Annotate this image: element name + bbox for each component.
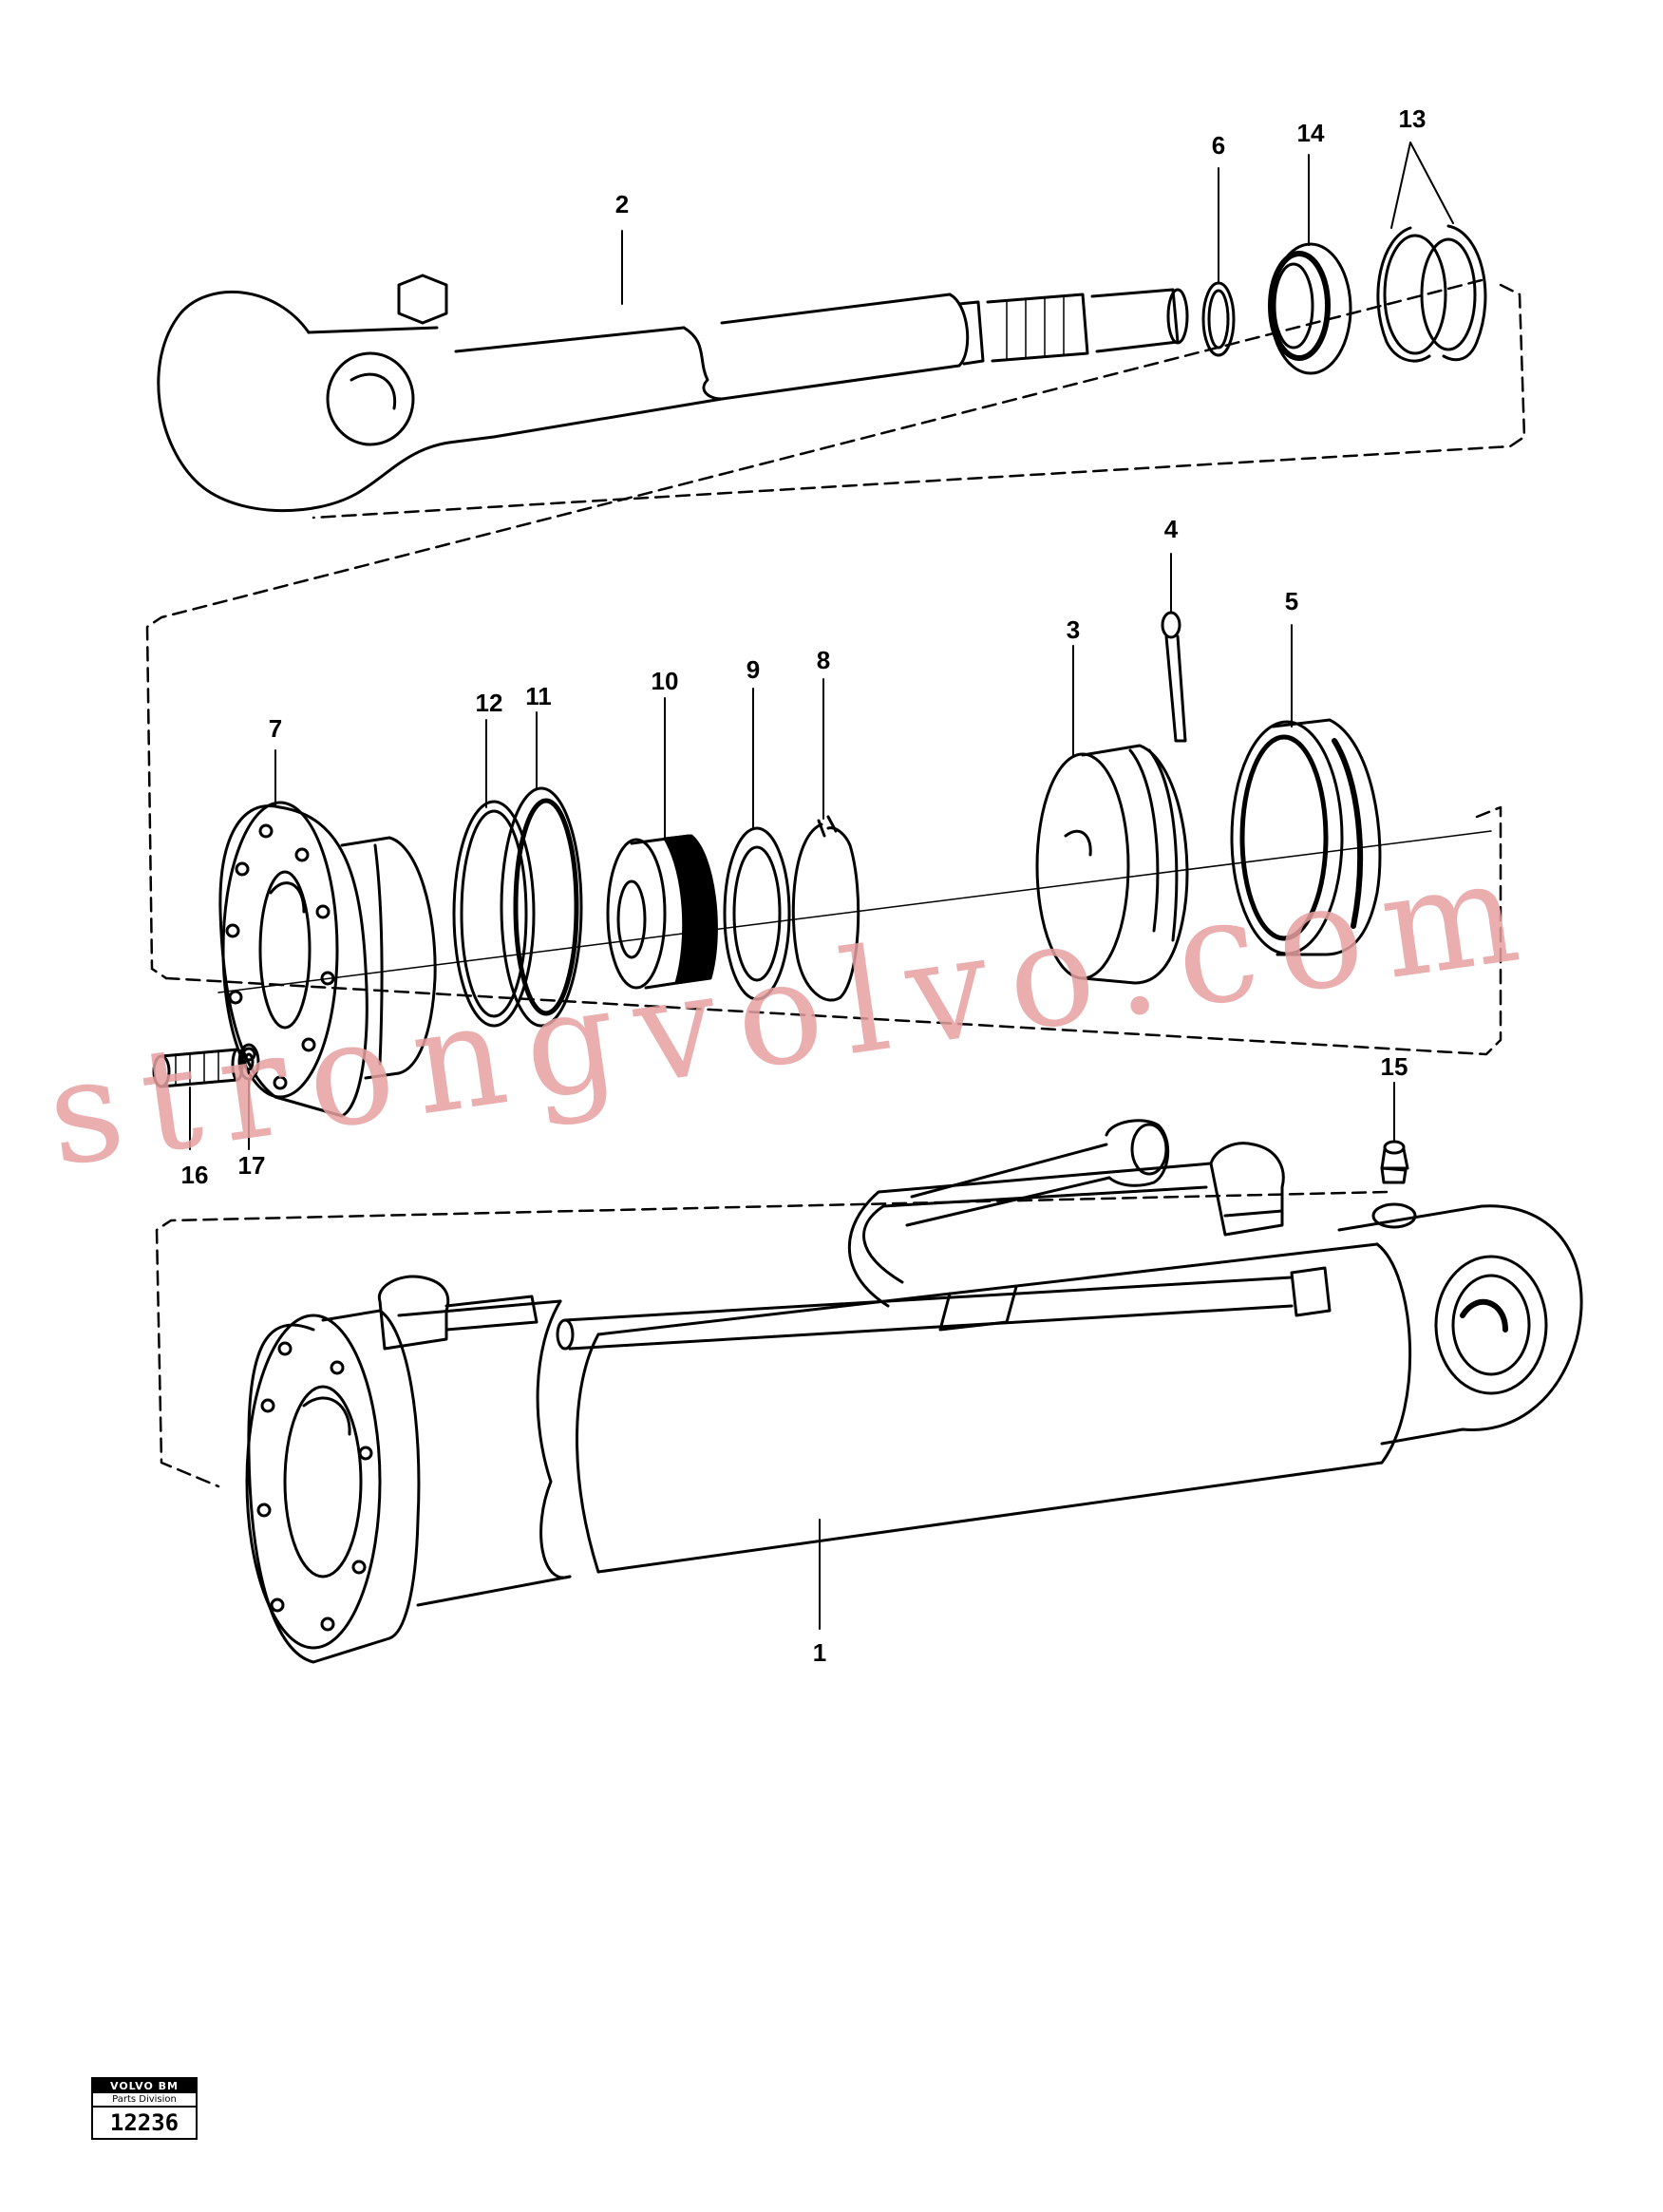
callout-7: 7 [268, 714, 283, 743]
volvo-bm-badge: VOLVO BM Parts Division 12236 [91, 2077, 198, 2140]
callout-13: 13 [1398, 104, 1427, 133]
callout-4: 4 [1163, 515, 1179, 543]
circlip-part-8 [791, 815, 860, 1002]
callout-1: 1 [812, 1638, 827, 1667]
callout-8: 8 [816, 646, 831, 674]
washer-part-9 [723, 826, 791, 1001]
piston-part-3 [1035, 744, 1189, 985]
callout-9: 9 [746, 655, 761, 684]
callout-12: 12 [475, 689, 503, 717]
callout-3: 3 [1066, 615, 1081, 644]
cylinder-tube-part-1 [245, 1119, 1583, 1664]
bearing-halves-part-13 [1376, 224, 1487, 363]
callout-16: 16 [180, 1161, 209, 1189]
bushing-part-10 [606, 834, 718, 990]
ring-part-12 [452, 800, 536, 1028]
ring-part-11 [500, 786, 583, 1028]
callout-6: 6 [1211, 131, 1226, 160]
washer-part-17 [237, 1043, 260, 1081]
cylinder-head-part-7 [218, 801, 437, 1118]
badge-number: 12236 [109, 2109, 180, 2136]
piston-rod [157, 274, 1189, 513]
wiper-seal-part-14 [1268, 242, 1352, 375]
guide-ring-part-5 [1230, 718, 1382, 956]
callout-10: 10 [651, 667, 679, 695]
assembly-frame-rod [312, 283, 1526, 520]
badge-brand: VOLVO BM [93, 2079, 196, 2093]
callout-17: 17 [237, 1151, 266, 1180]
assembly-frame-middle [145, 278, 1502, 1056]
assembly-frame-cylinder [155, 1190, 1389, 1488]
bolt-part-16 [152, 1048, 244, 1088]
badge-division: Parts Division [93, 2093, 196, 2108]
split-pin-part-4 [1161, 611, 1187, 743]
callout-11: 11 [525, 682, 552, 710]
o-ring-part-6 [1201, 281, 1236, 357]
callout-5: 5 [1284, 587, 1299, 615]
grease-nipple-part-15 [1380, 1140, 1409, 1184]
callout-15: 15 [1380, 1052, 1408, 1081]
callout-2: 2 [614, 190, 630, 218]
leader-lines [189, 142, 1454, 1630]
center-lines [217, 830, 1492, 993]
callout-14: 14 [1296, 119, 1325, 147]
